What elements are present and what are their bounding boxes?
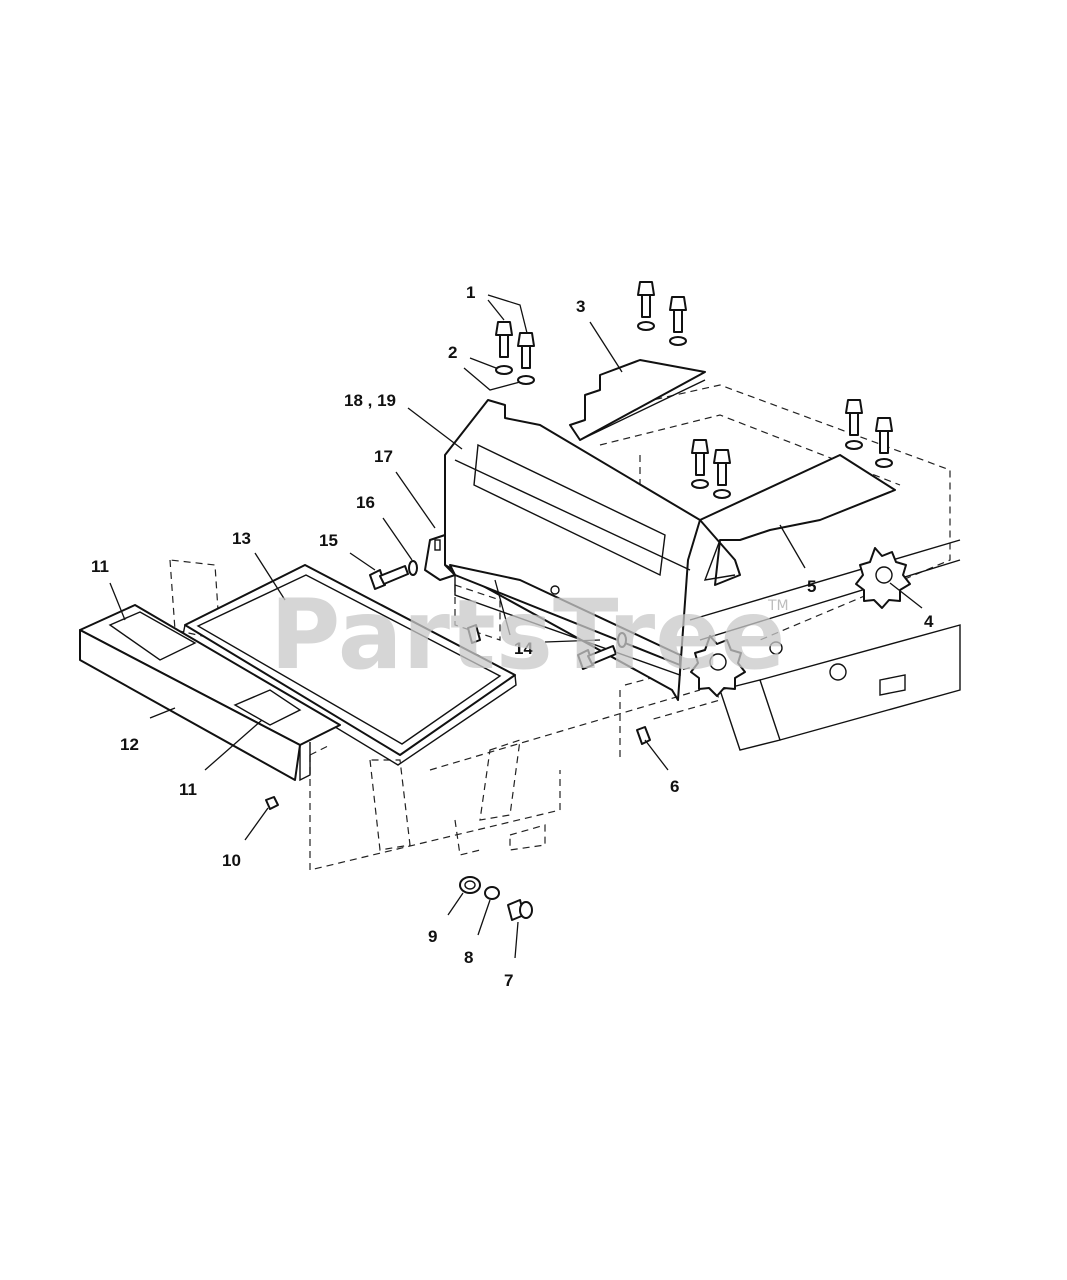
- callout-12: 12: [120, 735, 139, 754]
- callout-4: 4: [924, 612, 934, 631]
- washer-mid-a: [691, 479, 709, 489]
- tray-bar-12: [79, 604, 341, 782]
- leader-lines: [109, 294, 923, 959]
- clip-17: [424, 534, 456, 581]
- callout-11-top: 11: [91, 557, 109, 576]
- bolt-14: [577, 645, 617, 670]
- callout-8: 8: [464, 948, 473, 967]
- bolt-1a: [495, 321, 513, 358]
- watermark-trademark: TM: [767, 598, 789, 614]
- washer-5a: [845, 440, 863, 450]
- washer-3b: [669, 336, 687, 346]
- bracket-5: [699, 454, 896, 586]
- washer-5b: [875, 458, 893, 468]
- washer-2a: [495, 365, 513, 375]
- bolt-5b: [875, 417, 893, 454]
- clip-6: [636, 726, 651, 745]
- callout-14: 14: [514, 639, 533, 658]
- frame-rail-right: [689, 539, 961, 751]
- callout-18-19: 18 , 19: [344, 391, 396, 410]
- nut-10: [265, 796, 279, 810]
- bolt-3b: [669, 296, 687, 333]
- bolt-15: [369, 565, 409, 590]
- hardware-small: [265, 624, 651, 921]
- spacer-8: [484, 886, 500, 900]
- callout-1: 1: [466, 283, 475, 302]
- bolt-3a: [637, 281, 655, 318]
- callout-13: 13: [232, 529, 251, 548]
- bolt-5a: [845, 399, 863, 436]
- washer-16: [408, 560, 418, 576]
- screw-7: [507, 899, 533, 921]
- bracket-3: [569, 359, 706, 441]
- callout-2: 2: [448, 343, 457, 362]
- callout-9: 9: [428, 927, 437, 946]
- watermark: PartsTree TM: [270, 579, 789, 691]
- callout-11-bottom: 11: [179, 780, 197, 799]
- bolt-mid-b: [713, 449, 731, 486]
- bolt-mid-a: [691, 439, 709, 476]
- washer-3a: [637, 321, 655, 331]
- callout-labels: 1 2 3 18 , 19 17 16 15 13 11 12 11 10 14…: [91, 283, 934, 990]
- battery-tray: [182, 564, 517, 766]
- callout-6: 6: [670, 777, 679, 796]
- callout-15: 15: [319, 531, 338, 550]
- clip-6b: [467, 624, 481, 644]
- callout-3: 3: [576, 297, 585, 316]
- gear-knob-center: [690, 635, 746, 697]
- washer-mid-b: [713, 489, 731, 499]
- washer-2b: [517, 375, 535, 385]
- bolt-set: [369, 281, 893, 670]
- bolt-1b: [517, 332, 535, 369]
- callout-17: 17: [374, 447, 393, 466]
- gear-knob-4: [855, 547, 911, 609]
- callout-5: 5: [807, 577, 816, 596]
- watermark-text: PartsTree: [270, 579, 785, 691]
- callout-16: 16: [356, 493, 375, 512]
- knob-9: [459, 876, 481, 894]
- callout-10: 10: [222, 851, 241, 870]
- washer-14: [617, 632, 627, 648]
- callout-7: 7: [504, 971, 513, 990]
- battery-cover: [444, 399, 701, 701]
